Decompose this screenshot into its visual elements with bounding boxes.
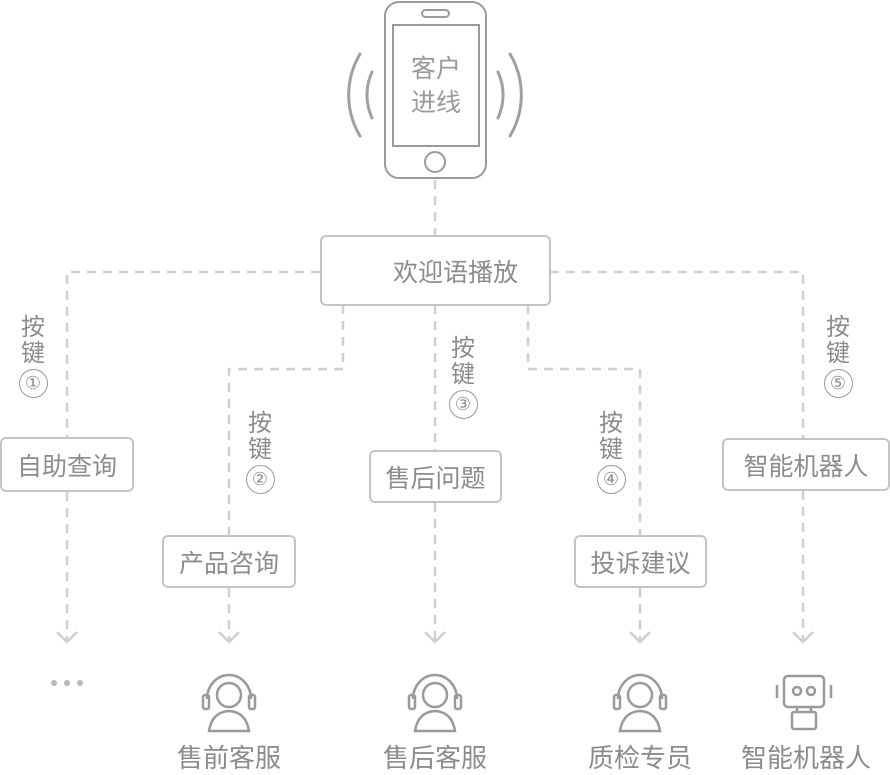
key-label-char2: 键 (451, 360, 475, 388)
key-label-char1: 按 (451, 334, 475, 362)
key-label-char1: 按 (599, 409, 623, 437)
key-label-char1: 按 (21, 313, 45, 341)
key-label-char1: 按 (248, 409, 272, 437)
arrow-branch-4 (629, 631, 651, 644)
connector-branch-5-upper (550, 270, 805, 438)
key-label-char2: 键 (248, 435, 272, 463)
arrow-branch-5 (792, 631, 814, 644)
phone-text-line2: 进线 (410, 88, 461, 117)
welcome-box: 欢迎语播放 (320, 235, 551, 306)
option-box-1: 自助查询 (0, 437, 134, 492)
option-label-2: 产品咨询 (178, 548, 279, 578)
key-number-1: ① (18, 369, 48, 398)
target-label-5: 智能机器人 (740, 744, 871, 774)
key-label-3: 按 键 ③ (443, 335, 483, 419)
option-box-5: 智能机器人 (722, 438, 890, 491)
arrow-branch-2 (218, 631, 240, 644)
key-label-char2: 键 (826, 339, 850, 367)
key-number-2: ② (245, 465, 275, 494)
key-label-4: 按 键 ④ (591, 410, 631, 494)
target-label-2: 售前客服 (176, 744, 281, 774)
option-label-4: 投诉建议 (590, 548, 691, 578)
welcome-label: 欢迎语播放 (392, 257, 518, 287)
connector-branch-2-upper (227, 305, 345, 535)
target-label-3: 售后客服 (382, 744, 487, 774)
option-label-5: 智能机器人 (743, 451, 869, 481)
arrow-branch-3 (424, 631, 446, 644)
key-label-1: 按 键 ① (13, 314, 53, 398)
phone-text-line1: 客户 (410, 54, 461, 83)
headset-agent-icon (612, 673, 668, 733)
option-box-3: 售后问题 (369, 450, 502, 503)
phone-icon (384, 1, 487, 179)
key-number-4: ④ (596, 465, 626, 494)
option-box-2: 产品咨询 (162, 535, 296, 588)
connector-branch-1-upper (65, 270, 320, 437)
key-label-char1: 按 (826, 313, 850, 341)
key-number-3: ③ (448, 390, 478, 419)
sound-wave-icon (347, 52, 523, 138)
key-label-char2: 键 (21, 339, 45, 367)
phone-screen-text: 客户 进线 (393, 52, 479, 120)
arrow-branch-1 (56, 631, 78, 644)
key-label-5: 按 键 ⑤ (818, 314, 858, 398)
connector-branch-4-upper (526, 305, 642, 535)
option-label-1: 自助查询 (16, 451, 117, 481)
option-box-4: 投诉建议 (574, 535, 707, 588)
key-label-2: 按 键 ② (240, 410, 280, 494)
robot-icon (775, 674, 833, 731)
headset-agent-icon (407, 673, 463, 733)
option-label-3: 售后问题 (385, 463, 486, 493)
target-label-4: 质检专员 (587, 744, 692, 774)
ellipsis-icon (51, 680, 83, 686)
key-number-5: ⑤ (823, 369, 853, 398)
headset-agent-icon (201, 673, 257, 733)
key-label-char2: 键 (599, 435, 623, 463)
